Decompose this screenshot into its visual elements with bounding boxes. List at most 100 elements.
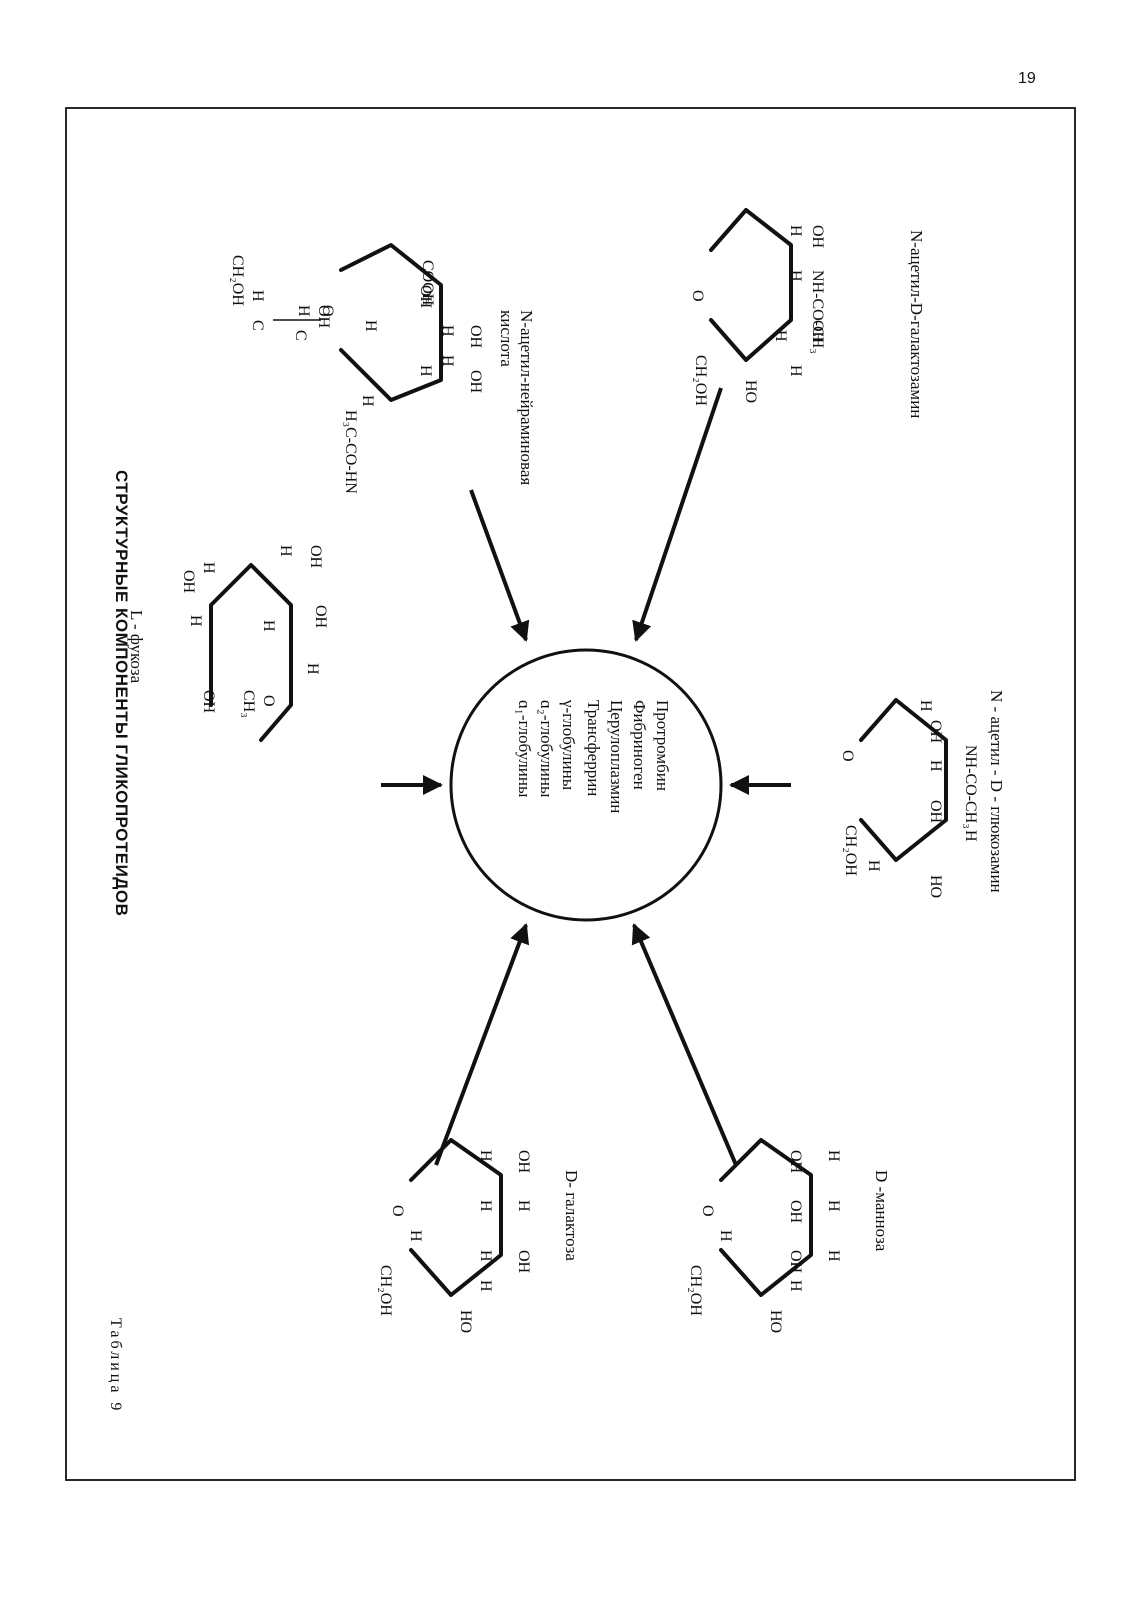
c-atom: C	[249, 320, 266, 331]
oh-group: OH	[927, 800, 944, 824]
oh-group: OH	[417, 285, 434, 309]
table-frame	[65, 107, 1076, 1481]
oh-group: OH	[307, 545, 324, 569]
ho-group: HO	[742, 380, 759, 403]
h-atom: H	[407, 1230, 424, 1242]
ring-oxygen: O	[319, 305, 336, 317]
h-atom: H	[417, 365, 434, 377]
oh-group: OH	[809, 225, 826, 249]
oh-group: OH	[180, 570, 197, 594]
ring-oxygen: O	[389, 1205, 406, 1217]
oh-group: OH	[809, 320, 826, 344]
galactose-structure: OH H H H OH H O H CH₂OH H HO D- галактоз…	[377, 1138, 581, 1333]
arrow-galactose	[434, 923, 530, 1166]
ho-group: HO	[927, 875, 944, 898]
ch2oh-group: CH₂OH	[229, 255, 246, 306]
h-atom: H	[477, 1250, 494, 1262]
center-list: ɑ₁-глобулины ɑ₂-глобулины γ-глобулины Тр…	[515, 699, 672, 813]
h-atom: H	[295, 305, 312, 317]
h-atom: H	[825, 1200, 842, 1212]
h-atom: H	[787, 270, 804, 282]
center-item: ɑ₁-глобулины	[515, 700, 534, 798]
h-atom: H	[359, 395, 376, 407]
neuraminic-structure: COOH OH OH H H O H C H OH C H CH₂OH H H …	[229, 243, 536, 494]
h-atom: H	[439, 355, 456, 367]
page-number: 19	[1018, 70, 1036, 87]
ring-oxygen: O	[699, 1205, 716, 1217]
h-atom: H	[362, 320, 379, 332]
h-atom: H	[249, 290, 266, 302]
ch3-group: CH₃	[240, 690, 257, 718]
nhcoch3-group: NH-CO-CH₃	[809, 270, 826, 354]
ch2oh-group: CH₂OH	[377, 1265, 394, 1316]
h-atom: H	[825, 1150, 842, 1162]
h-atom: H	[477, 1280, 494, 1292]
ring-oxygen: O	[839, 750, 856, 762]
galactosamine-label: N-ацетил-D-галактозамин	[907, 230, 926, 418]
oh-group: OH	[200, 690, 217, 714]
h-atom: H	[304, 663, 321, 675]
glucosamine-label: N - ацетил - D - глюкозамин	[987, 690, 1006, 893]
oh-group: OH	[787, 1250, 804, 1274]
ch2oh-group: CH₂OH	[687, 1265, 704, 1316]
h-atom: H	[477, 1200, 494, 1212]
h-atom: H	[260, 620, 277, 632]
fucose-structure: O H CH₃ OH OH H OH H H OH H L - фукоза	[127, 545, 329, 742]
center-item: Трансферрин	[584, 700, 603, 796]
galactose-label: D- галактоза	[562, 1170, 581, 1261]
h-atom: H	[865, 860, 882, 872]
h-atom: H	[439, 325, 456, 337]
ring-oxygen: O	[260, 695, 277, 707]
ch2oh-group: CH₂OH	[842, 825, 859, 876]
center-circle	[449, 648, 723, 922]
center-item: Фибриноген	[630, 700, 649, 790]
neuraminic-label-1: N-ацетил-нейраминовая	[517, 310, 536, 485]
arrow-neuraminic	[469, 489, 530, 642]
ch2oh-group: CH₂OH	[692, 355, 709, 406]
oh-group: OH	[467, 325, 484, 349]
table-label: Таблица 9	[107, 1318, 124, 1413]
h-atom: H	[962, 830, 979, 842]
h3ccohn-group: H₃C-CO-HN	[342, 410, 359, 494]
ring-oxygen: O	[689, 290, 706, 302]
h-atom: H	[787, 225, 804, 237]
neuraminic-label-2: кислота	[497, 310, 516, 367]
h-atom: H	[787, 365, 804, 377]
oh-group: OH	[787, 1200, 804, 1224]
center-item: Церулоплазмин	[607, 700, 626, 813]
c-atom: C	[292, 330, 309, 341]
h-atom: H	[772, 330, 789, 342]
h-atom: H	[477, 1150, 494, 1162]
mannose-label: D -манноза	[872, 1170, 891, 1252]
h-atom: H	[717, 1230, 734, 1242]
glucosamine-structure: OH H O NH-CO-CH₃ H OH CH₂OH H H HO N - а…	[839, 690, 1006, 898]
oh-group: OH	[787, 1150, 804, 1174]
oh-group: OH	[515, 1150, 532, 1174]
h-atom: H	[277, 545, 294, 557]
h-atom: H	[187, 615, 204, 627]
center-item: Протромбин	[653, 700, 672, 791]
h-atom: H	[825, 1250, 842, 1262]
cooh-group: COOH	[419, 260, 436, 306]
galactosamine-structure: OH H H NH-CO-CH₃ O OH H CH₂OH H HO N-аце…	[689, 208, 926, 418]
oh-group: OH	[467, 370, 484, 394]
oh-group: OH	[312, 605, 329, 629]
center-item: ɑ₂-глобулины	[537, 700, 556, 798]
arrow-galactosamine	[632, 387, 723, 642]
h-atom: H	[927, 760, 944, 772]
ho-group: HO	[767, 1310, 784, 1333]
diagram-title: СТРУКТУРНЫЕ КОМПОНЕНТЫ ГЛИКОПРОТЕИДОВ	[112, 470, 131, 916]
center-item: γ-глобулины	[559, 699, 578, 791]
h-atom: H	[917, 700, 934, 712]
fucose-label: L - фукоза	[127, 610, 146, 684]
mannose-structure: H OH H OH H OH O H CH₂OH H HO D -манноза	[687, 1138, 891, 1333]
ho-group: HO	[457, 1310, 474, 1333]
nhcoch3-group: NH-CO-CH₃	[962, 745, 979, 829]
h-atom: H	[515, 1200, 532, 1212]
h-atom: H	[200, 562, 217, 574]
oh-group: OH	[315, 305, 332, 329]
arrow-mannose	[631, 923, 738, 1166]
oh-group: OH	[515, 1250, 532, 1274]
h-atom: H	[787, 1280, 804, 1292]
